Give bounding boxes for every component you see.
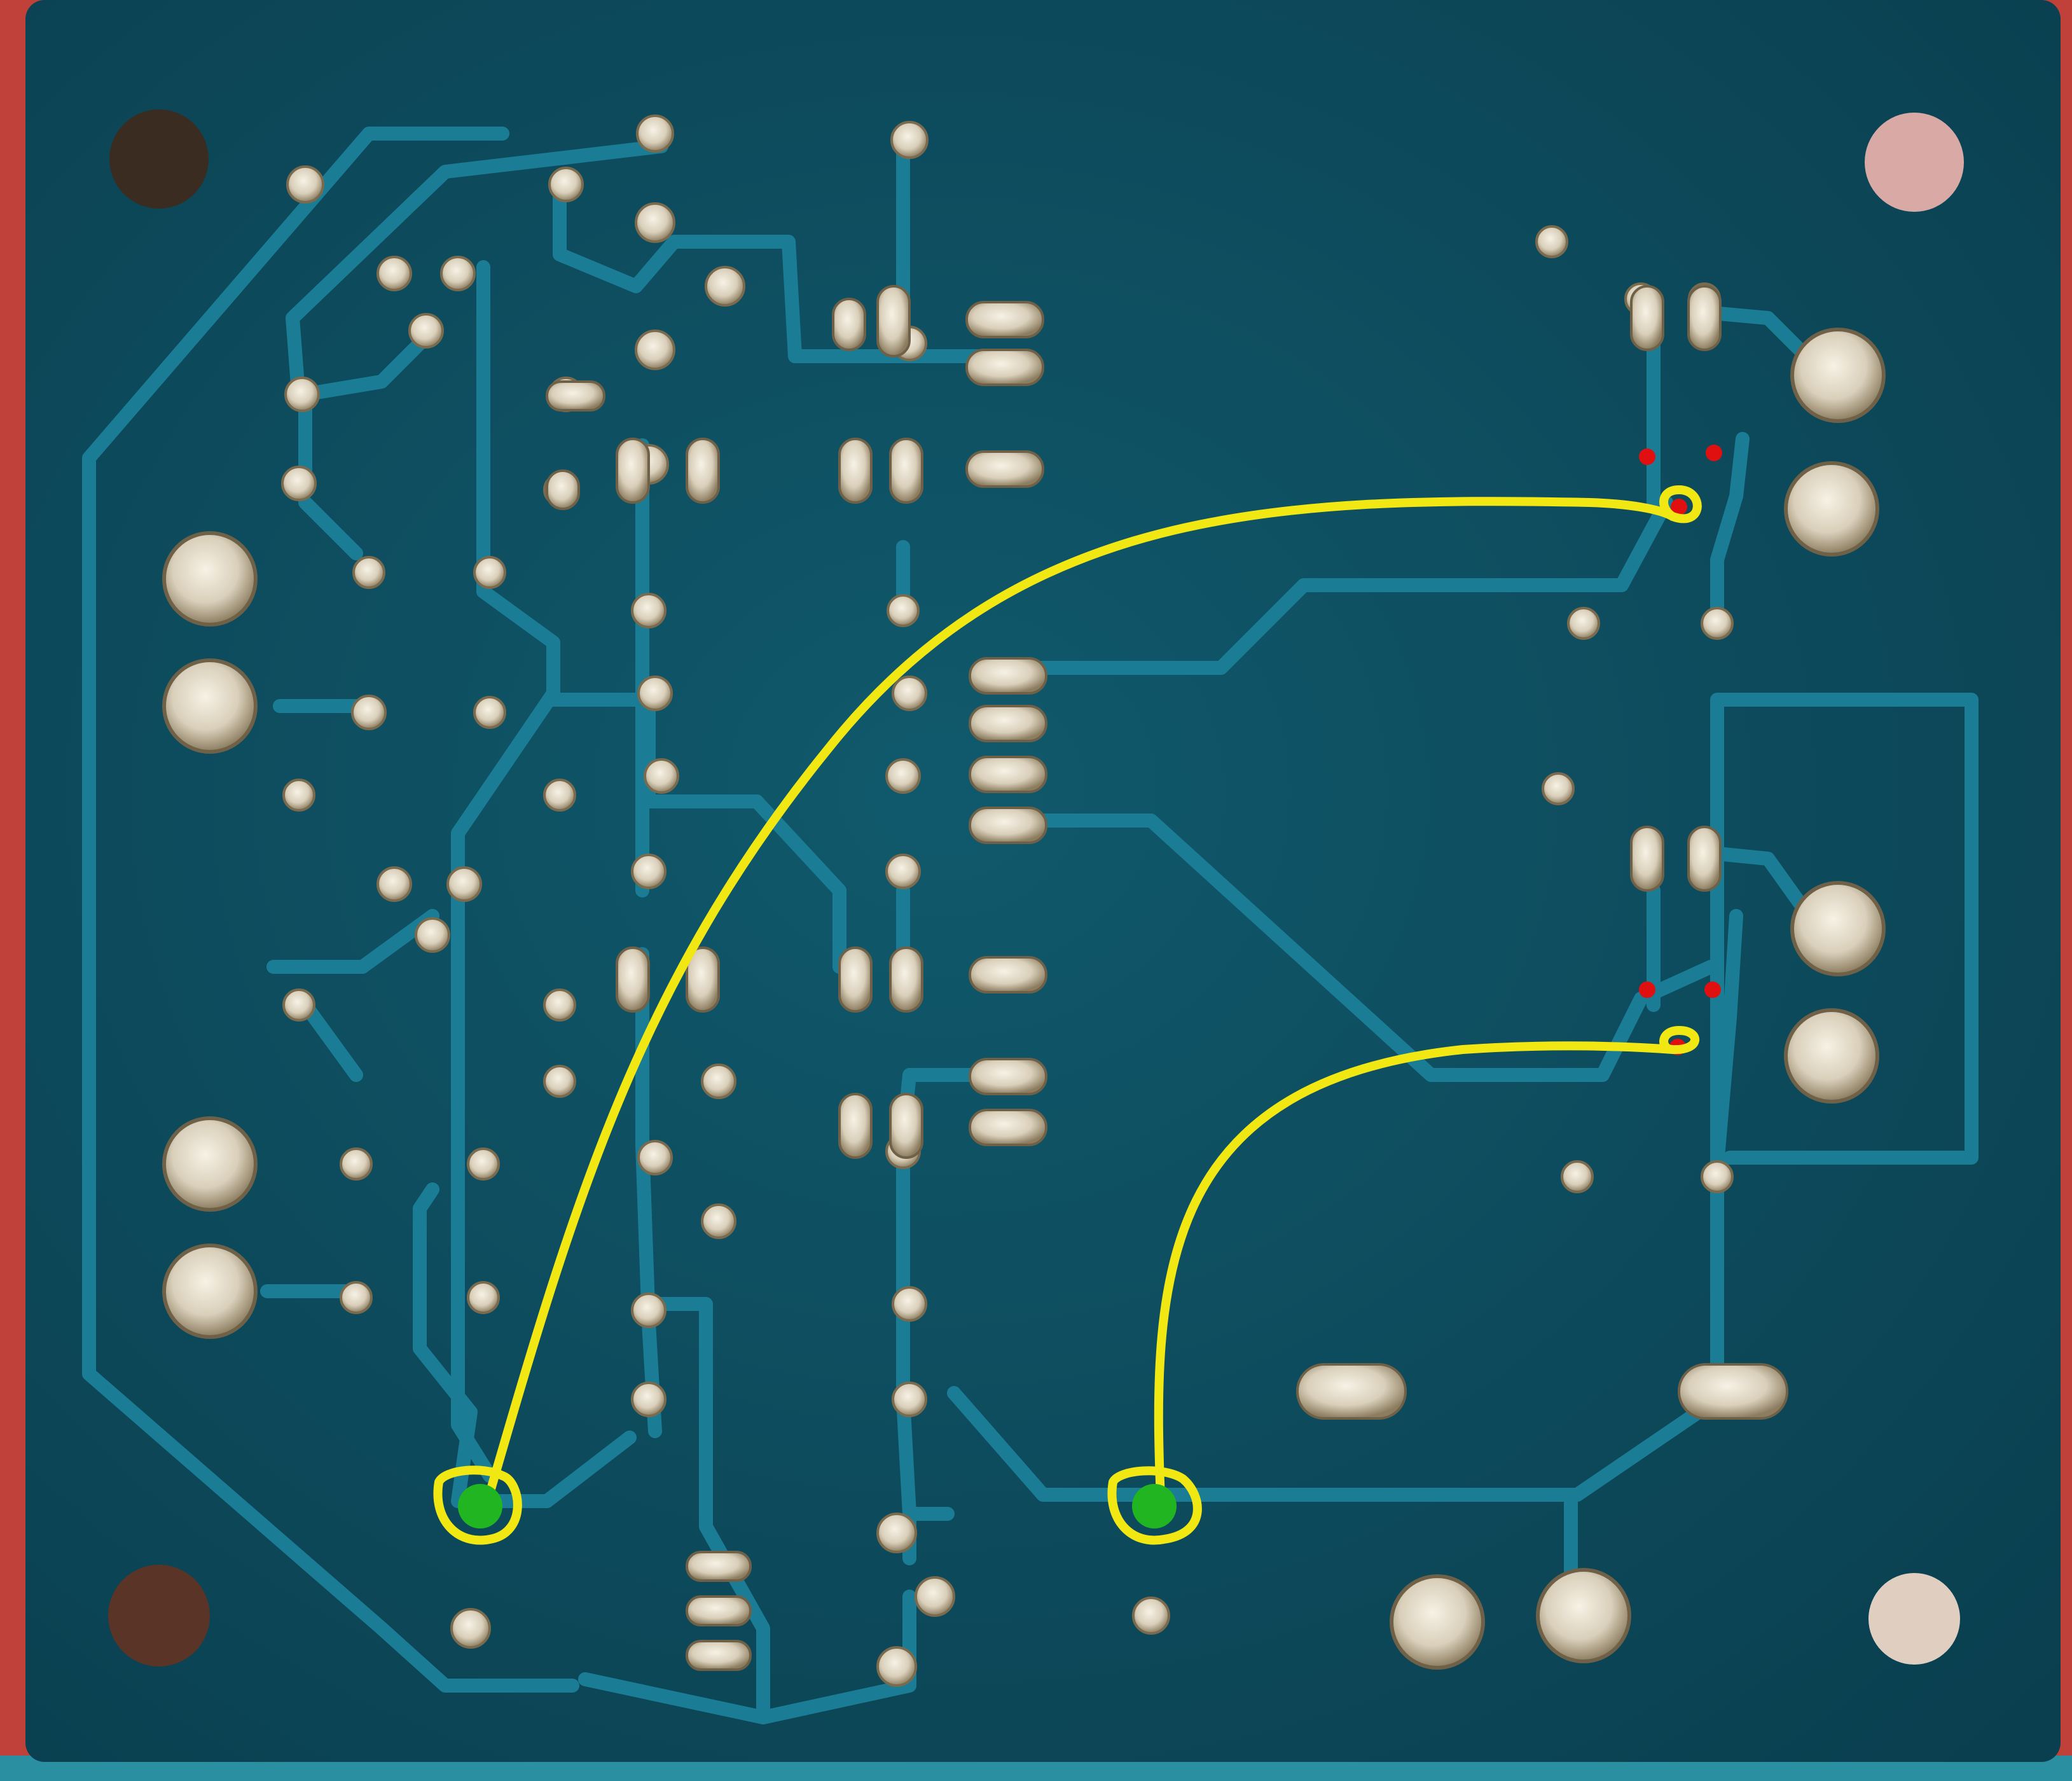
yellow-ring-right: [1107, 1466, 1202, 1545]
green-marker-right: [1132, 1484, 1177, 1528]
mounting-hole-top-right: [1865, 113, 1964, 212]
yellow-wire-right: [1154, 1026, 1700, 1502]
yellow-ring-left: [433, 1466, 522, 1545]
mounting-hole-bottom-left: [108, 1565, 210, 1667]
red-marker: [1706, 445, 1722, 461]
mounting-hole-bottom-right: [1868, 1573, 1960, 1665]
red-marker: [1639, 448, 1655, 465]
yellow-wire-left: [482, 485, 1702, 1509]
red-marker: [1671, 499, 1687, 515]
green-markers: [458, 1484, 1177, 1528]
solder-pads: [281, 114, 1734, 1687]
red-marker: [1704, 981, 1721, 998]
yellow-wire-overlay: [433, 485, 1702, 1545]
terminal-pads: [162, 328, 1886, 1670]
red-marker: [1639, 981, 1655, 998]
green-marker-left: [458, 1484, 502, 1528]
mounting-hole-top-left: [109, 109, 209, 209]
mounting-holes: [108, 109, 1964, 1667]
pcb-board: [25, 0, 2061, 1762]
oval-pads: [546, 285, 1788, 1671]
